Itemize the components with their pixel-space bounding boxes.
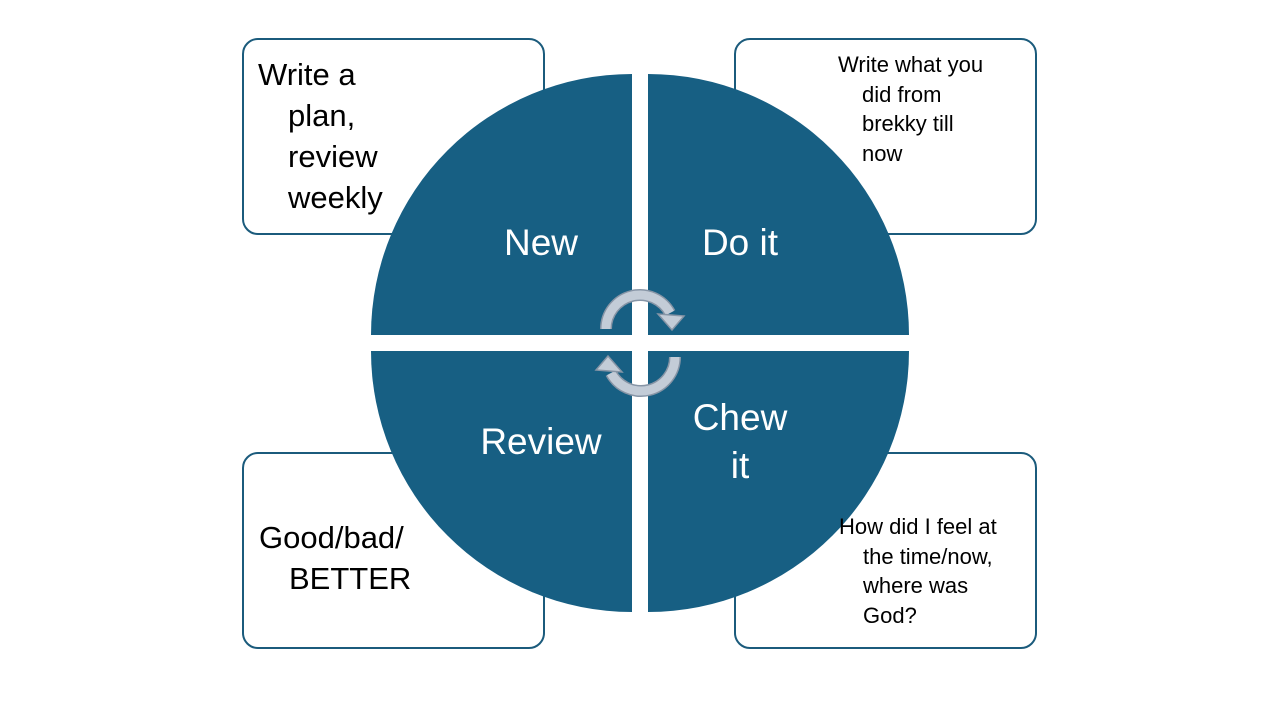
quadrant-do-it xyxy=(648,74,909,335)
cycle-arrows-icon xyxy=(594,289,686,397)
note-line: brekky till xyxy=(862,111,954,136)
note-line: the time/now, xyxy=(863,543,993,569)
quadrant-new xyxy=(371,74,632,335)
note-text-top-right: Write what you did from brekky till now xyxy=(838,50,983,168)
quadrant-label-new: New xyxy=(504,222,578,263)
note-text-bottom-left: Good/bad/ BETTER xyxy=(259,517,411,599)
note-line: Good/bad/ xyxy=(259,520,404,555)
note-text-top-left: Write a plan, review weekly xyxy=(258,54,383,218)
note-line: review xyxy=(288,139,378,174)
note-line: How did I feel at xyxy=(839,514,997,539)
note-line: Write a xyxy=(258,57,356,92)
quadrant-review xyxy=(371,351,632,612)
note-line: did from xyxy=(862,81,942,107)
note-line: plan, xyxy=(288,98,356,133)
note-line: where was xyxy=(863,573,969,598)
quadrant-chew-it xyxy=(648,351,909,612)
note-text-bottom-right: How did I feel at the time/now, where wa… xyxy=(839,512,997,630)
note-line: Write what you xyxy=(838,52,984,77)
quadrant-label-it: it xyxy=(731,445,750,486)
note-line: God? xyxy=(863,602,917,628)
quadrant-label-review: Review xyxy=(480,421,602,462)
note-line: weekly xyxy=(288,180,383,215)
quadrant-label-do-it: Do it xyxy=(702,222,779,263)
note-line: BETTER xyxy=(289,561,412,596)
note-line: now xyxy=(862,140,903,166)
quadrant-label-chew: Chew xyxy=(693,397,788,438)
